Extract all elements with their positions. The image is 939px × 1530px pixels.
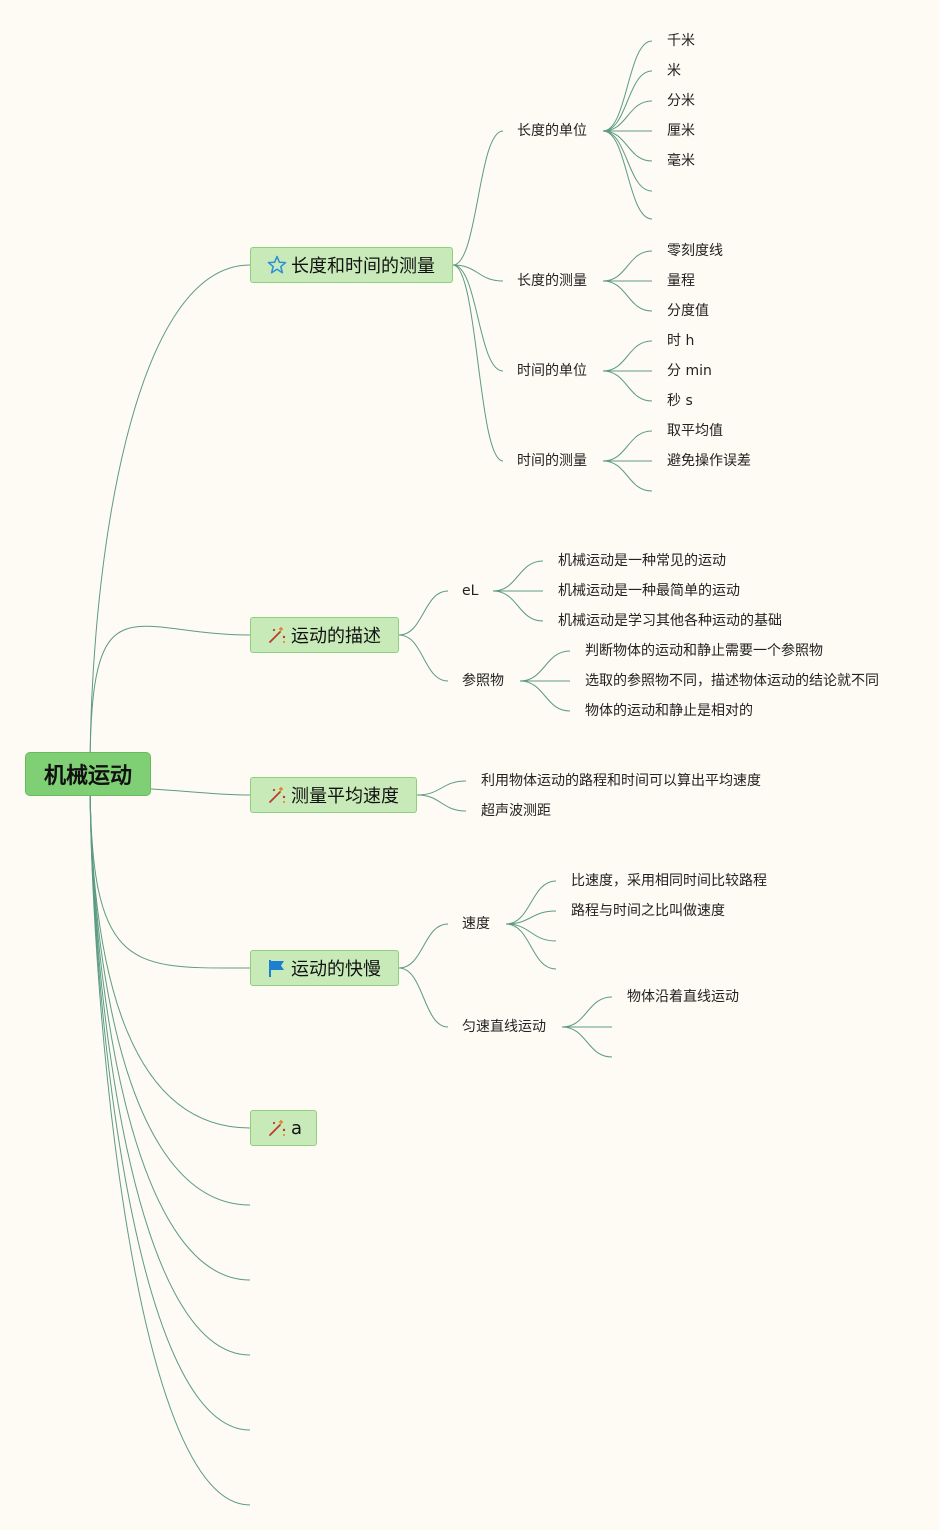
connector-line	[89, 773, 251, 1506]
subtopic-reference-object[interactable]: 参照物	[462, 673, 504, 689]
connector-line	[505, 910, 557, 925]
connector-line	[492, 560, 544, 592]
leaf-item[interactable]: 分度值	[667, 303, 709, 319]
root-topic[interactable]: 机械运动	[25, 752, 151, 796]
subtopic-speed[interactable]: 速度	[462, 916, 490, 932]
magic-wand-icon	[265, 623, 289, 647]
connector-line	[602, 280, 653, 312]
topic-motion-description[interactable]: 运动的描述	[250, 617, 399, 653]
subtopic-uniform-linear-motion[interactable]: 匀速直线运动	[462, 1019, 546, 1035]
leaf-item[interactable]: 取平均值	[667, 423, 723, 439]
connector-line	[602, 130, 653, 220]
connector-line	[505, 923, 557, 942]
leaf-item[interactable]: 零刻度线	[667, 243, 723, 259]
connector-line	[398, 590, 449, 636]
connector-line	[602, 40, 653, 132]
topic-a[interactable]: a	[250, 1110, 317, 1146]
connector-line	[505, 880, 557, 925]
connector-line	[150, 788, 251, 796]
flag-icon	[265, 956, 289, 980]
connector-line	[89, 773, 251, 1431]
leaf-item[interactable]: 千米	[667, 33, 695, 49]
leaf-item[interactable]: 物体沿着直线运动	[627, 989, 739, 1005]
connector-line	[89, 773, 251, 1356]
connector-line	[452, 130, 504, 266]
leaf-item[interactable]: 利用物体运动的路程和时间可以算出平均速度	[481, 773, 761, 789]
connector-line	[505, 923, 557, 970]
connector-line	[602, 340, 653, 372]
connector-line	[602, 100, 653, 132]
leaf-item[interactable]: 超声波测距	[481, 803, 551, 819]
topic-speed-of-motion[interactable]: 运动的快慢	[250, 950, 399, 986]
connector-line	[602, 460, 653, 492]
connector-line	[89, 625, 251, 775]
leaf-item[interactable]: 量程	[667, 273, 695, 289]
connector-line	[519, 680, 571, 712]
leaf-item[interactable]: 机械运动是一种常见的运动	[558, 553, 726, 569]
connector-line	[452, 264, 504, 282]
leaf-item[interactable]: 分米	[667, 93, 695, 109]
connector-line	[602, 130, 653, 162]
topic-average-speed[interactable]: 测量平均速度	[250, 777, 417, 813]
connector-line	[602, 430, 653, 462]
subtopic-length-measure[interactable]: 长度的测量	[517, 273, 587, 289]
connector-line	[89, 773, 251, 1281]
connector-line	[519, 650, 571, 682]
subtopic-time-measure[interactable]: 时间的测量	[517, 453, 587, 469]
magic-wand-icon	[265, 783, 289, 807]
subtopic-length-unit[interactable]: 长度的单位	[517, 123, 587, 139]
leaf-item[interactable]: 秒 s	[667, 393, 693, 409]
topic-label: a	[291, 1117, 303, 1139]
connector-line	[416, 780, 467, 796]
leaf-item[interactable]: 厘米	[667, 123, 695, 139]
leaf-item[interactable]: 毫米	[667, 153, 695, 169]
connector-line	[89, 773, 251, 969]
leaf-item[interactable]: 分 min	[667, 363, 712, 379]
connector-line	[416, 794, 467, 812]
leaf-item[interactable]: 机械运动是一种最简单的运动	[558, 583, 740, 599]
connector-line	[602, 250, 653, 282]
leaf-item[interactable]: 时 h	[667, 333, 695, 349]
connector-line	[561, 1026, 613, 1058]
connector-line	[452, 264, 504, 372]
topic-label: 测量平均速度	[291, 786, 399, 807]
leaf-item[interactable]: 避免操作误差	[667, 453, 751, 469]
connector-line	[602, 70, 653, 132]
magic-wand-icon	[265, 1116, 289, 1140]
leaf-item[interactable]: 选取的参照物不同，描述物体运动的结论就不同	[585, 673, 879, 689]
leaf-item[interactable]: 比速度，采用相同时间比较路程	[571, 873, 767, 889]
leaf-item[interactable]: 米	[667, 63, 681, 79]
connector-line	[89, 773, 251, 1129]
connector-line	[398, 634, 449, 682]
connector-line	[452, 264, 504, 462]
connector-line	[602, 130, 653, 192]
topic-label: 长度和时间的测量	[291, 256, 435, 277]
topic-label: 运动的快慢	[291, 959, 381, 980]
leaf-item[interactable]: 机械运动是学习其他各种运动的基础	[558, 613, 782, 629]
leaf-item[interactable]: 物体的运动和静止是相对的	[585, 703, 753, 719]
connector-line	[398, 923, 449, 969]
leaf-item[interactable]: 判断物体的运动和静止需要一个参照物	[585, 643, 823, 659]
subtopic-el[interactable]: eL	[462, 583, 479, 599]
connector-line	[561, 996, 613, 1028]
connector-line	[89, 264, 251, 775]
connector-line	[602, 370, 653, 402]
connector-line	[398, 967, 449, 1028]
subtopic-time-unit[interactable]: 时间的单位	[517, 363, 587, 379]
connector-line	[492, 590, 544, 622]
topic-length-time-measurement[interactable]: 长度和时间的测量	[250, 247, 453, 283]
leaf-item[interactable]: 路程与时间之比叫做速度	[571, 903, 725, 919]
topic-label: 运动的描述	[291, 626, 381, 647]
star-icon	[265, 253, 289, 277]
